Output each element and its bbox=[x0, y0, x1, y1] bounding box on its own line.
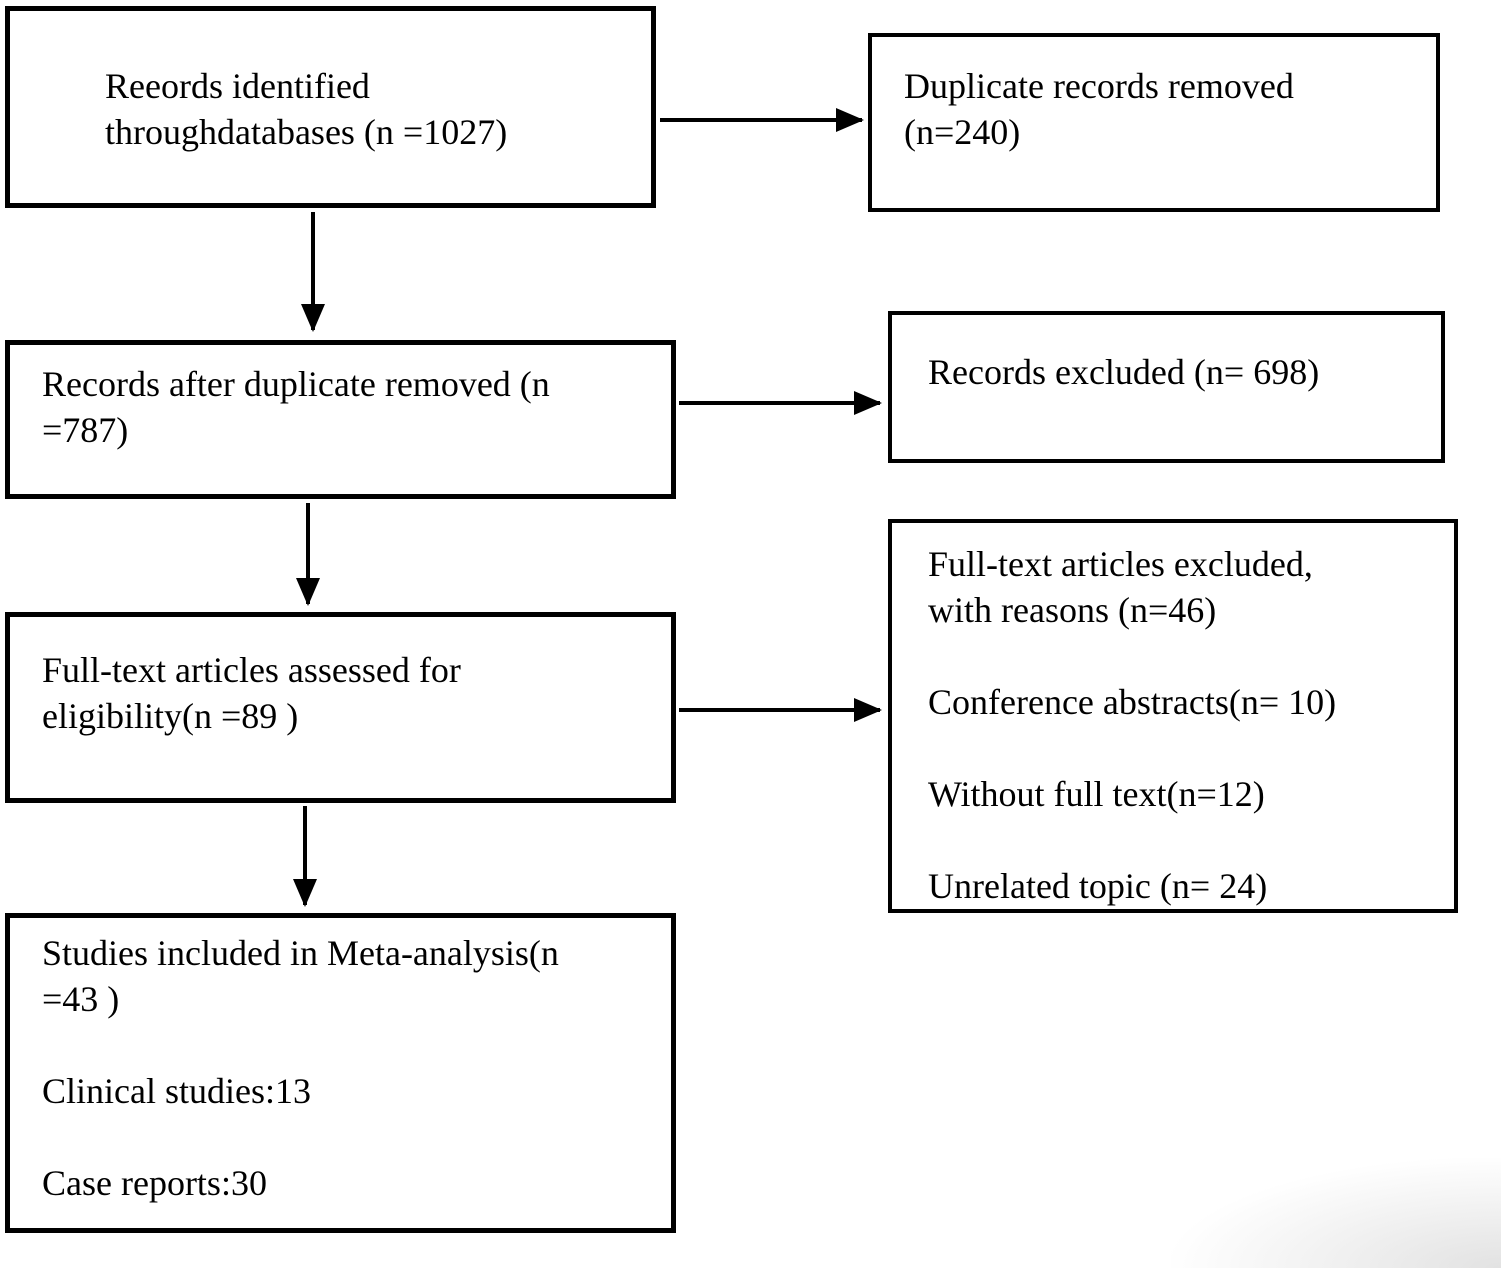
box-fulltext-assessed-text: Full-text articles assessed for eligibil… bbox=[42, 650, 461, 736]
box-studies-included: Studies included in Meta-analysis(n =43 … bbox=[5, 913, 676, 1233]
box-fulltext-excluded-text: Full-text articles excluded, with reason… bbox=[928, 544, 1337, 906]
box-records-after-duplicate-removed-text: Records after duplicate removed (n =787) bbox=[42, 364, 550, 450]
box-records-after-duplicate-removed: Records after duplicate removed (n =787) bbox=[5, 340, 676, 499]
box-records-excluded-text: Records excluded (n= 698) bbox=[928, 352, 1320, 392]
box-studies-included-text: Studies included in Meta-analysis(n =43 … bbox=[42, 933, 559, 1203]
box-fulltext-excluded: Full-text articles excluded, with reason… bbox=[888, 519, 1458, 913]
box-fulltext-assessed: Full-text articles assessed for eligibil… bbox=[5, 612, 676, 803]
box-records-identified: Reeords identified throughdatabases (n =… bbox=[5, 6, 656, 208]
box-duplicate-records-removed: Duplicate records removed (n=240) bbox=[868, 33, 1440, 212]
box-duplicate-records-removed-text: Duplicate records removed (n=240) bbox=[904, 66, 1294, 152]
box-records-excluded: Records excluded (n= 698) bbox=[888, 311, 1445, 463]
box-records-identified-text: Reeords identified throughdatabases (n =… bbox=[105, 66, 508, 152]
scan-shadow bbox=[1171, 1158, 1501, 1268]
